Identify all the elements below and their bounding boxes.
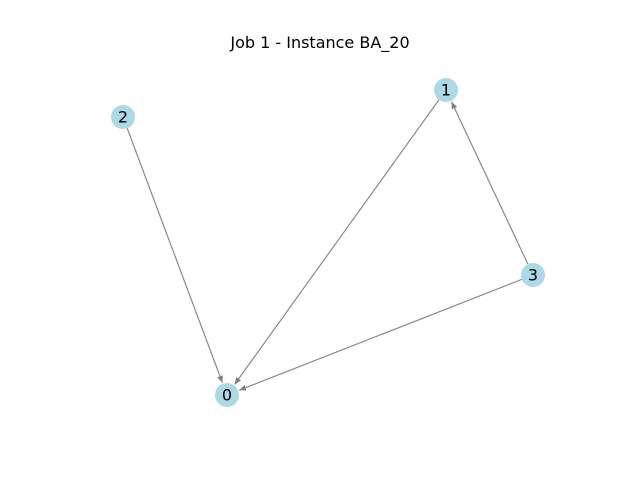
- node-circle-2: [111, 105, 135, 129]
- nodes-layer: 0 1 2 3: [111, 78, 545, 407]
- node-circle-0: [215, 383, 239, 407]
- edge-1-to-0: [234, 99, 440, 385]
- node-3: 3: [521, 263, 545, 287]
- edges-layer: [126, 99, 529, 391]
- edge-2-to-0: [126, 128, 223, 384]
- node-label-3: 3: [528, 266, 538, 285]
- node-label-2: 2: [118, 108, 128, 127]
- node-circle-3: [521, 263, 545, 287]
- edge-3-to-1: [451, 101, 529, 265]
- node-0: 0: [215, 383, 239, 407]
- node-circle-1: [434, 78, 458, 102]
- node-label-1: 1: [441, 81, 451, 100]
- edge-3-to-0: [238, 278, 523, 391]
- node-2: 2: [111, 105, 135, 129]
- graph-title: Job 1 - Instance BA_20: [230, 33, 410, 52]
- node-1: 1: [434, 78, 458, 102]
- node-label-0: 0: [222, 386, 232, 405]
